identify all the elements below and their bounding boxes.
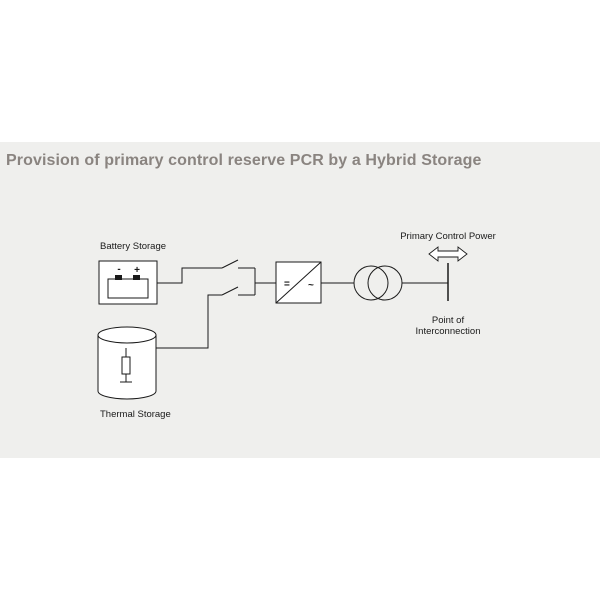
thermal-line <box>126 294 222 349</box>
thermal-storage-label: Thermal Storage <box>100 409 171 420</box>
interconnection-label: Interconnection <box>416 326 481 337</box>
battery-line <box>157 267 222 284</box>
bidirectional-arrow-icon <box>428 246 468 262</box>
battery-icon <box>98 260 158 305</box>
battery-plus-label: + <box>134 265 140 276</box>
resistor-icon <box>120 348 132 383</box>
converter-ac-label: ~ <box>308 280 314 291</box>
point-of-label: Point of <box>432 315 465 326</box>
converter-icon <box>275 261 322 304</box>
battery-minus-label: - <box>117 264 120 275</box>
switch-icon <box>221 259 276 296</box>
primary-control-power-label: Primary Control Power <box>400 231 496 242</box>
diagram-title: Provision of primary control reserve PCR… <box>6 152 482 169</box>
transformer-icon <box>353 265 403 301</box>
converter-dc-label: = <box>284 279 290 290</box>
battery-storage-label: Battery Storage <box>100 241 166 252</box>
